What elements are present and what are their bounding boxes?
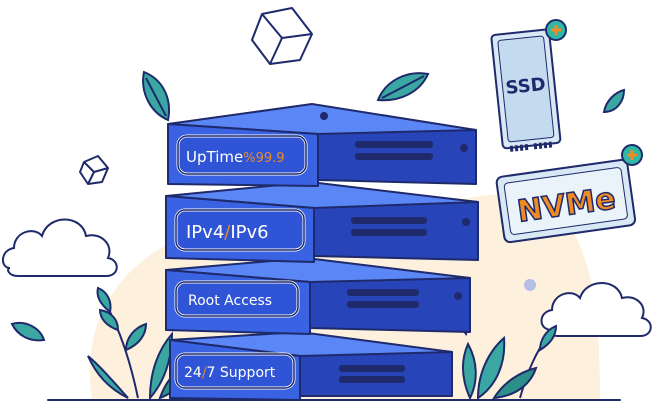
root-access-label: Root Access — [188, 293, 272, 309]
cloud-icon — [540, 282, 652, 337]
server-stack: UpTime%99.9 IPv4/IPv6 Root Access 24/7 S… — [165, 103, 479, 401]
plus-icon — [545, 19, 567, 41]
cloud-icon — [2, 218, 118, 277]
ssd-badge: SSD — [490, 19, 567, 152]
orb-icon — [524, 279, 536, 291]
leaf-icon — [10, 322, 46, 342]
uptime-value: %99.9 — [243, 151, 284, 166]
ssd-label: SSD — [505, 74, 547, 99]
cube-icon — [251, 7, 313, 65]
leaf-icon — [602, 88, 626, 114]
uptime-label: UpTime%99.9 — [186, 148, 285, 166]
nvme-badge: NVMe — [495, 144, 643, 244]
leaf-icon — [142, 70, 170, 122]
cube-icon — [79, 155, 109, 185]
support-label: 24/7 Support — [184, 365, 276, 381]
plus-icon — [621, 144, 643, 166]
ip-label: IPv4/IPv6 — [186, 222, 269, 243]
leaf-icon — [376, 72, 430, 102]
